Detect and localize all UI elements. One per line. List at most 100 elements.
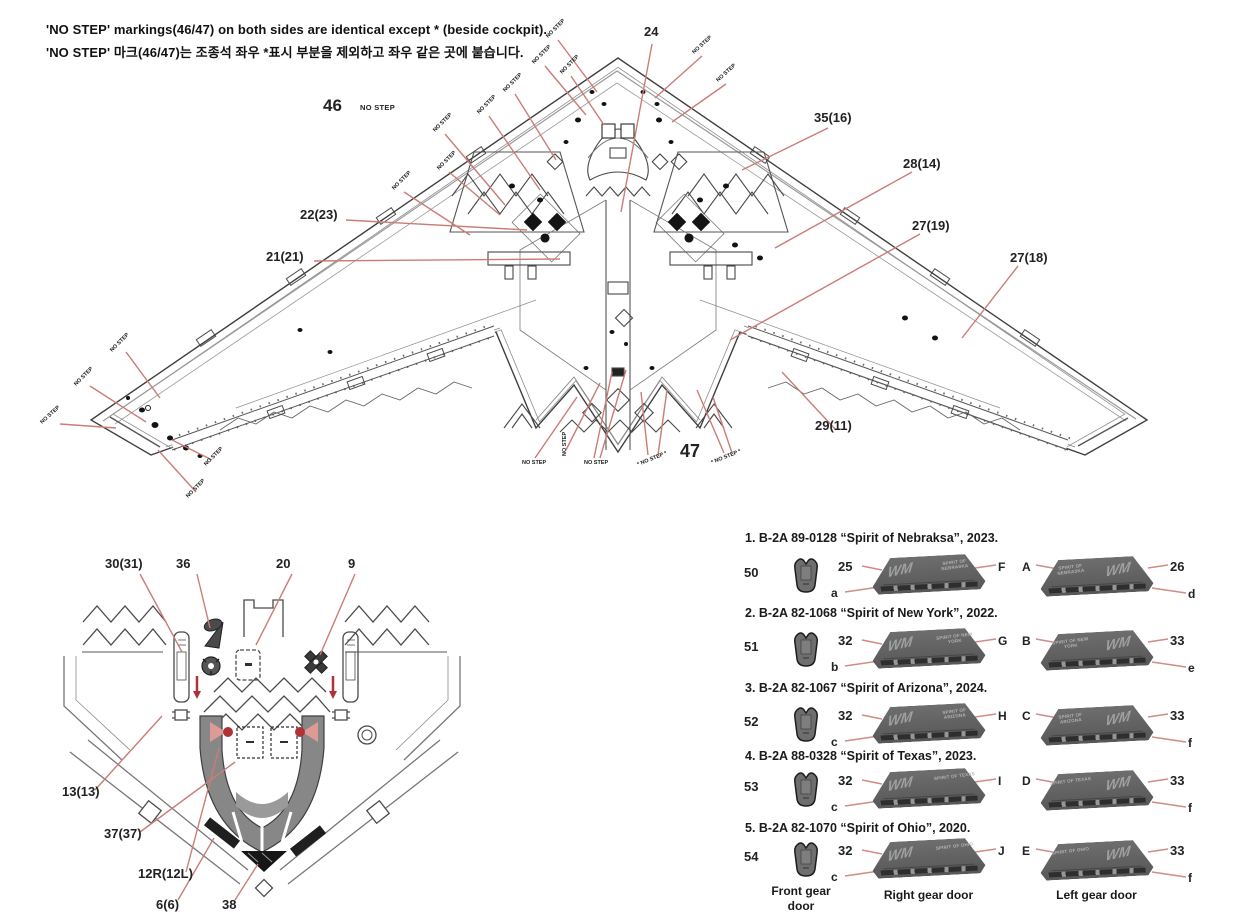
no-step-label: NO STEP <box>432 112 454 134</box>
variant-right-corner: a <box>831 586 838 600</box>
no-step-label: NO STEP <box>39 405 61 426</box>
front-gear-door-icon <box>794 632 818 667</box>
left-gear-door-label: Left gear door <box>1056 888 1137 902</box>
no-step-star-label: * NO STEP * <box>711 448 743 466</box>
front-gear-door-icon <box>794 772 818 807</box>
front-gear-door-icon <box>794 558 818 593</box>
no-step-label: NO STEP <box>109 332 131 354</box>
left-gear-door: SPIRIT OF ARIZONA WM <box>1039 704 1154 746</box>
no-step-label: NO STEP <box>73 366 95 388</box>
variant-left-corner: e <box>1188 661 1195 675</box>
variant-left-corner: d <box>1188 587 1196 601</box>
variant-right-corner: b <box>831 660 839 674</box>
variant-right-num: 32 <box>838 708 853 723</box>
detail-view-art <box>63 599 461 898</box>
variant-left-num: 33 <box>1170 633 1185 648</box>
right-gear-door: WM SPIRIT OF NEW YORK <box>871 627 986 669</box>
no-step-label: NO STEP <box>715 63 737 84</box>
no-step-label: NO STEP <box>545 18 567 40</box>
no-step-label: NO STEP <box>562 432 568 456</box>
no-step-label: NO STEP <box>691 35 713 56</box>
variant-title-5: 5. B-2A 82-1070 “Spirit of Ohio”, 2020. <box>745 821 971 835</box>
variant-left-letter: B <box>1022 634 1031 648</box>
decal-47-key: 47 <box>680 441 701 461</box>
left-gear-door: SPIRIT OF TEXAS WM <box>1039 769 1154 811</box>
callout-9: 9 <box>348 556 356 571</box>
callout-21-21: 21(21) <box>266 249 304 264</box>
callout-36: 36 <box>176 556 191 571</box>
variant-right-num: 32 <box>838 843 853 858</box>
variant-right-letter: F <box>998 560 1006 574</box>
note-line-en: 'NO STEP' markings(46/47) on both sides … <box>46 22 548 37</box>
left-gear-door: SPIRIT OF NEW YORK WM <box>1039 629 1154 671</box>
edge-panels <box>195 145 1041 420</box>
left-gear-door: SPIRIT OF NEBRASKA WM <box>1039 555 1154 597</box>
variant-left-num: 33 <box>1170 708 1185 723</box>
nose-gear-bay <box>199 715 327 872</box>
no-step-star-label: * NO STEP * <box>637 450 669 468</box>
variant-left-num: 33 <box>1170 843 1185 858</box>
no-step-label: NO STEP <box>559 54 581 76</box>
right-gear-door: WM SPIRIT OF NEBRASKA <box>871 553 986 595</box>
variant-front-num: 54 <box>744 849 759 864</box>
variant-left-letter: C <box>1022 709 1031 723</box>
no-step-label: NO STEP <box>502 72 524 94</box>
leader-lines-detail <box>94 573 356 901</box>
note-line-kr: 'NO STEP' 마크(46/47)는 조종석 좌우 *표시 부분을 제외하고… <box>46 45 524 60</box>
right-gear-door: WM SPIRIT OF TEXAS <box>871 767 986 809</box>
no-step-label: NO STEP <box>391 170 413 192</box>
variant-right-corner: c <box>831 870 838 884</box>
left-gear-door: SPIRIT OF OHIO WM <box>1039 839 1154 881</box>
variant-front-num: 52 <box>744 714 759 729</box>
variant-right-letter: J <box>998 844 1005 858</box>
variant-right-num: 32 <box>838 633 853 648</box>
variant-front-num: 53 <box>744 779 759 794</box>
no-step-label: NO STEP <box>531 44 553 66</box>
callout-37-37: 37(37) <box>104 826 142 841</box>
callout-28-14: 28(14) <box>903 156 941 171</box>
no-step-label: NO STEP <box>185 478 207 500</box>
variant-left-letter: A <box>1022 560 1031 574</box>
variant-left-corner: f <box>1188 871 1192 885</box>
variant-title-4: 4. B-2A 88-0328 “Spirit of Texas”, 2023. <box>745 749 977 763</box>
callout-24: 24 <box>644 24 659 39</box>
variant-title-2: 2. B-2A 82-1068 “Spirit of New York”, 20… <box>745 606 998 620</box>
right-gear-door: WM SPIRIT OF OHIO <box>871 837 986 879</box>
detail-icons <box>201 618 328 676</box>
callout-12r-12l: 12R(12L) <box>138 866 193 881</box>
callout-6-6: 6(6) <box>156 897 180 912</box>
front-gear-door-label: Front gear door <box>771 884 831 913</box>
front-gear-door-icon <box>794 842 818 877</box>
no-step-label: NO STEP <box>476 94 498 116</box>
variant-right-letter: H <box>998 709 1007 723</box>
variant-left-corner: f <box>1188 801 1192 815</box>
variant-title-1: 1. B-2A 89-0128 “Spirit of Nebraksa”, 20… <box>745 531 999 545</box>
variant-right-letter: G <box>998 634 1008 648</box>
detail-red-accents <box>193 676 337 742</box>
variant-front-num: 50 <box>744 565 759 580</box>
variant-right-num: 32 <box>838 773 853 788</box>
callout-22-23: 22(23) <box>300 207 338 222</box>
variant-left-num: 26 <box>1170 559 1185 574</box>
callout-29-11: 29(11) <box>815 418 852 433</box>
right-gear-door: WM SPIRIT OF ARIZONA <box>871 702 986 744</box>
callout-35-16: 35(16) <box>814 110 852 125</box>
variant-left-letter: E <box>1022 844 1031 858</box>
callout-20: 20 <box>276 556 291 571</box>
right-gear-door-label: Right gear door <box>883 888 974 902</box>
callout-27-18: 27(18) <box>1010 250 1048 265</box>
variant-left-num: 33 <box>1170 773 1185 788</box>
variant-right-corner: c <box>831 800 838 814</box>
aircraft-planform <box>89 57 1149 456</box>
no-step-label: NO STEP <box>584 460 608 466</box>
variant-left-corner: f <box>1188 736 1192 750</box>
variant-right-letter: I <box>998 774 1002 788</box>
variant-right-num: 25 <box>838 559 853 574</box>
callout-38: 38 <box>222 897 237 912</box>
center-body-details <box>449 123 789 450</box>
decal-46-key: 46 <box>323 96 342 115</box>
front-gear-door-icon <box>794 707 818 742</box>
variant-left-letter: D <box>1022 774 1031 788</box>
callout-30-31: 30(31) <box>105 556 143 571</box>
